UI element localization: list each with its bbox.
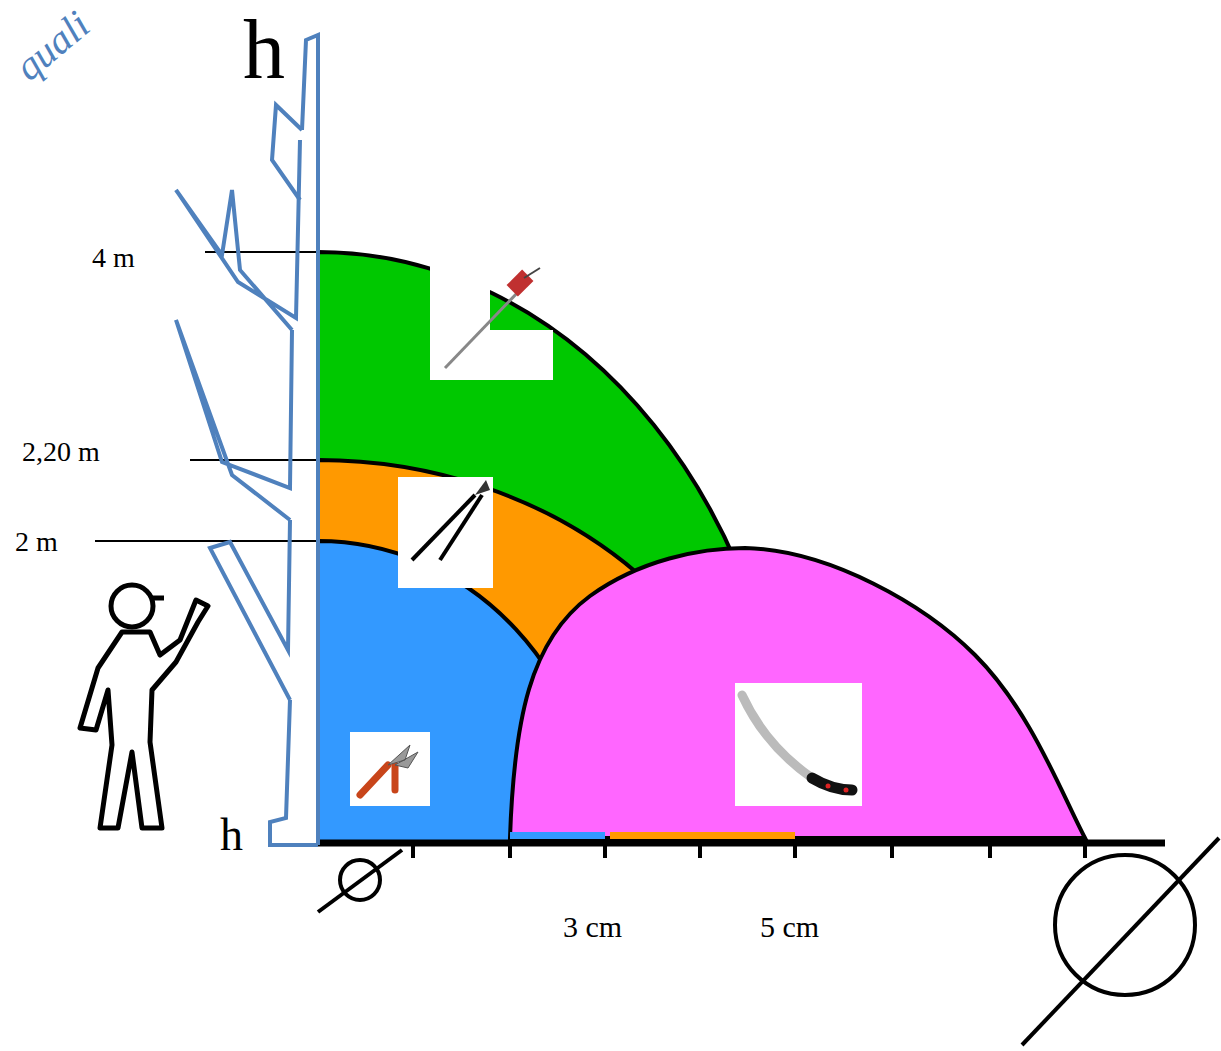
person-figure <box>80 585 208 828</box>
axis-title: h <box>220 812 243 858</box>
pole-pruner-icon <box>430 265 553 380</box>
axis-title: h <box>243 8 285 92</box>
diameter-axis <box>318 840 1165 847</box>
leader-line <box>95 540 318 542</box>
loppers-icon <box>398 477 493 588</box>
diameter-symbol <box>318 850 402 912</box>
height-mark: 2,20 m <box>22 438 100 466</box>
pink-zone <box>510 548 1085 838</box>
diameter-symbol <box>1022 838 1219 1045</box>
blue-range <box>510 832 605 839</box>
watermark: quali <box>8 4 97 88</box>
orange-range <box>610 832 795 839</box>
tree-outline <box>176 35 318 845</box>
secateurs-icon <box>350 732 430 806</box>
height-mark: 4 m <box>92 244 135 272</box>
saw-icon <box>735 683 862 806</box>
leader-line <box>190 459 318 461</box>
diameter-mark: 3 cm <box>563 912 622 942</box>
diameter-mark: 5 cm <box>760 912 819 942</box>
height-mark: 2 m <box>15 528 58 556</box>
axis-ticks <box>413 843 1085 858</box>
